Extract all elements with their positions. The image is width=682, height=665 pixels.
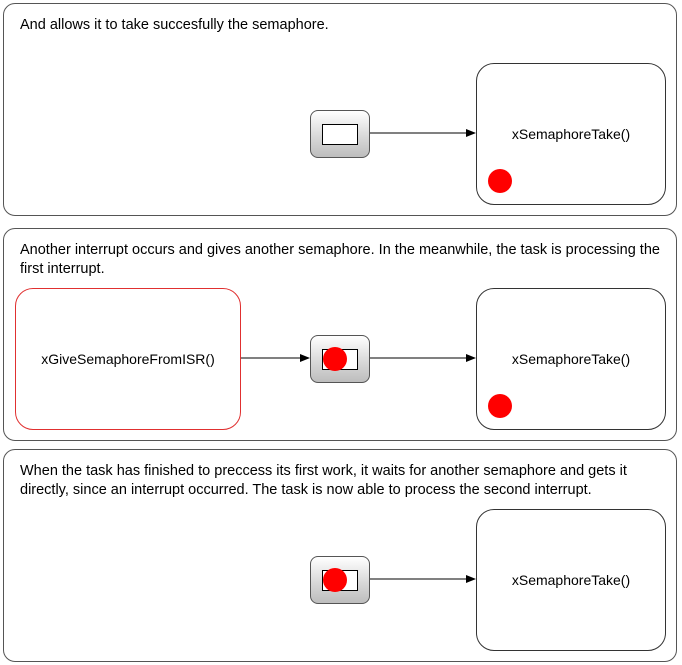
task-token	[488, 169, 512, 193]
panel-3: When the task has finished to preccess i…	[3, 449, 677, 662]
panel-2-caption: Another interrupt occurs and gives anoth…	[20, 242, 660, 277]
semaphore-queue	[310, 335, 370, 383]
task-box: xSemaphoreTake()	[476, 288, 666, 430]
isr-label: xGiveSemaphoreFromISR()	[41, 351, 215, 367]
task-box: xSemaphoreTake()	[476, 63, 666, 205]
isr-box: xGiveSemaphoreFromISR()	[15, 288, 241, 430]
panel-1-caption: And allows it to take succesfully the se…	[20, 17, 329, 33]
semaphore-queue	[310, 110, 370, 158]
semaphore-token	[323, 568, 347, 592]
task-token	[488, 394, 512, 418]
semaphore-token	[323, 347, 347, 371]
semaphore-queue	[310, 556, 370, 604]
panel-1: And allows it to take succesfully the se…	[3, 3, 677, 216]
task-label: xSemaphoreTake()	[511, 126, 631, 142]
panel-2: Another interrupt occurs and gives anoth…	[3, 228, 677, 441]
task-box: xSemaphoreTake()	[476, 509, 666, 651]
task-label: xSemaphoreTake()	[511, 572, 631, 588]
semaphore-slot	[322, 124, 358, 145]
task-label: xSemaphoreTake()	[511, 351, 631, 367]
panel-3-caption: When the task has finished to preccess i…	[20, 463, 627, 498]
